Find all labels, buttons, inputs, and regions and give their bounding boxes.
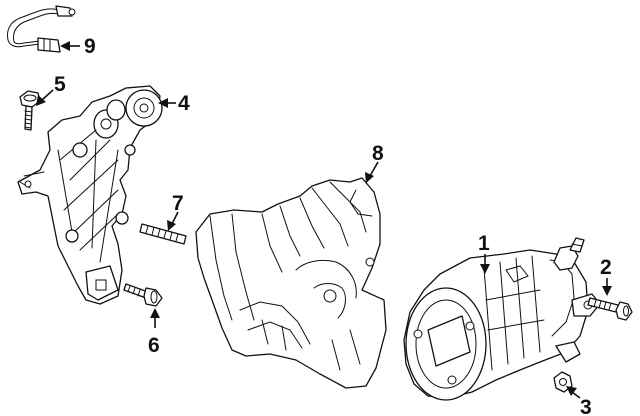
part-2-bolt[interactable] — [587, 297, 633, 321]
callout-5-label: 5 — [54, 73, 66, 96]
callout-8: 8 — [365, 142, 384, 183]
callout-4-label: 4 — [178, 92, 190, 115]
part-7-stud[interactable] — [139, 223, 187, 245]
part-1-compressor[interactable] — [403, 237, 601, 401]
part-5-bolt[interactable] — [19, 90, 41, 131]
callout-4: 4 — [158, 92, 190, 115]
callout-3: 3 — [566, 386, 592, 416]
callout-6: 6 — [148, 308, 160, 357]
part-9-hose[interactable] — [7, 5, 76, 53]
callout-3-label: 3 — [580, 396, 592, 416]
callout-1: 1 — [478, 232, 490, 274]
callout-7: 7 — [167, 192, 184, 231]
callout-8-label: 8 — [372, 142, 384, 165]
part-4-bracket[interactable] — [17, 85, 163, 305]
callout-2-label: 2 — [600, 256, 612, 279]
callout-9-label: 9 — [84, 35, 96, 58]
part-8-heat-shield[interactable] — [195, 177, 387, 389]
callout-9: 9 — [60, 35, 96, 58]
callout-5: 5 — [36, 73, 66, 106]
part-6-bolt[interactable] — [123, 283, 163, 307]
callout-6-label: 6 — [148, 334, 160, 357]
callout-2: 2 — [600, 256, 612, 296]
callout-7-label: 7 — [172, 192, 184, 215]
callout-1-label: 1 — [478, 232, 490, 255]
